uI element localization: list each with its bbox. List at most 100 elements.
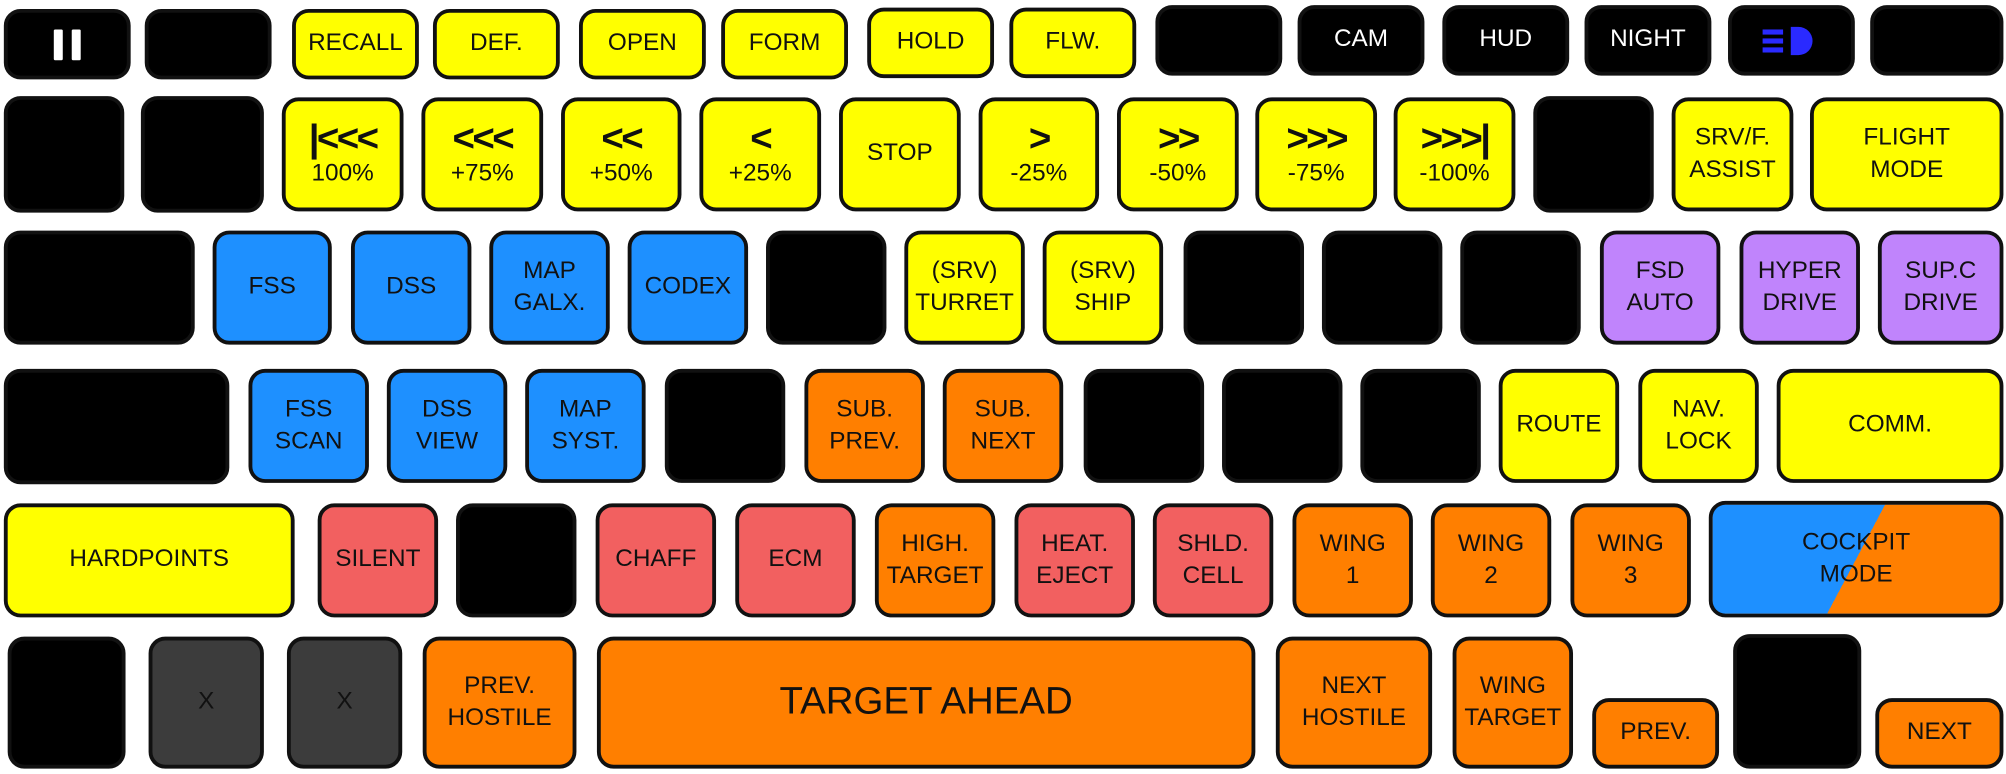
blank-key[interactable] xyxy=(3,368,230,485)
srv-turret-key[interactable]: (SRV) TURRET xyxy=(904,230,1025,345)
blank-key[interactable] xyxy=(1083,368,1205,483)
pause-key[interactable] xyxy=(3,8,131,80)
key-label: CHAFF xyxy=(615,546,697,574)
open-key[interactable]: OPEN xyxy=(578,8,706,80)
key-label: OPEN xyxy=(607,30,677,57)
heat-sink-eject-key[interactable]: HEAT. EJECT xyxy=(1014,503,1135,618)
blank-key[interactable] xyxy=(1533,96,1654,213)
cam-key[interactable]: CAM xyxy=(1297,5,1425,76)
defensive-key[interactable]: DEF. xyxy=(432,8,560,80)
hardpoints-key[interactable]: HARDPOINTS xyxy=(3,503,295,618)
headlights-key[interactable] xyxy=(1728,5,1855,76)
codex-key[interactable]: CODEX xyxy=(627,230,749,345)
key-label: SUB. xyxy=(836,396,894,424)
blank-key[interactable] xyxy=(1155,5,1283,76)
cockpit-mode-key[interactable]: COCKPIT MODE xyxy=(1708,500,2004,618)
throttle-reverse-100-key[interactable]: |<<< 100% xyxy=(281,97,404,212)
wing-target-key[interactable]: WING TARGET xyxy=(1452,636,1574,769)
next-key[interactable]: NEXT xyxy=(1875,698,2004,769)
wingman-3-key[interactable]: WING 3 xyxy=(1570,503,1691,618)
hold-key[interactable]: HOLD xyxy=(867,7,995,79)
key-label: MAP xyxy=(523,257,576,285)
key-label: FSS xyxy=(285,396,333,424)
blank-key[interactable] xyxy=(766,230,887,345)
galaxy-map-key[interactable]: MAP GALX. xyxy=(489,230,610,345)
flight-mode-key[interactable]: FLIGHT MODE xyxy=(1809,97,2004,212)
blank-key[interactable] xyxy=(456,503,577,618)
key-label: DRIVE xyxy=(1903,288,1978,316)
throttle-forward-75-key[interactable]: >>> -75% xyxy=(1255,97,1378,212)
follow-key[interactable]: FLW. xyxy=(1009,7,1137,79)
key-label: STOP xyxy=(866,140,933,168)
supercruise-drive-key[interactable]: SUP.C DRIVE xyxy=(1877,230,2004,345)
key-label: WING xyxy=(1597,530,1664,558)
route-key[interactable]: ROUTE xyxy=(1498,368,1620,483)
hud-key[interactable]: HUD xyxy=(1442,5,1570,76)
blank-key[interactable] xyxy=(1870,5,2004,76)
blank-key[interactable] xyxy=(3,230,195,345)
chaff-key[interactable]: CHAFF xyxy=(595,503,717,618)
throttle-reverse-25-key[interactable]: < +25% xyxy=(699,97,822,212)
blank-key[interactable] xyxy=(1360,368,1481,483)
blank-key[interactable] xyxy=(3,96,125,213)
blank-key[interactable] xyxy=(1321,230,1443,345)
comms-key[interactable]: COMM. xyxy=(1776,368,2004,483)
x-key-right[interactable]: X xyxy=(286,636,403,769)
form-key[interactable]: FORM xyxy=(721,8,848,80)
target-ahead-key[interactable]: TARGET AHEAD xyxy=(596,636,1256,769)
key-label: -25% xyxy=(1010,160,1068,188)
subsystem-next-key[interactable]: SUB. NEXT xyxy=(942,368,1064,483)
throttle-glyph-icon: >>>| xyxy=(1420,117,1491,160)
key-label: 100% xyxy=(311,160,374,188)
throttle-reverse-50-key[interactable]: << +50% xyxy=(561,97,682,212)
x-key-left[interactable]: X xyxy=(148,636,264,769)
system-map-key[interactable]: MAP SYST. xyxy=(525,368,646,483)
key-label: HOSTILE xyxy=(447,703,552,731)
blank-key[interactable] xyxy=(7,636,126,769)
key-label: RECALL xyxy=(308,30,403,57)
throttle-forward-50-key[interactable]: >> -50% xyxy=(1116,97,1239,212)
dss-view-key[interactable]: DSS VIEW xyxy=(386,368,508,483)
previous-hostile-key[interactable]: PREV. HOSTILE xyxy=(422,636,577,769)
blank-key[interactable] xyxy=(1733,634,1862,769)
stop-key[interactable]: STOP xyxy=(839,97,961,212)
ecm-key[interactable]: ECM xyxy=(735,503,856,618)
key-label: CODEX xyxy=(644,273,732,301)
srv-flight-assist-key[interactable]: SRV/F. ASSIST xyxy=(1671,97,1794,212)
wingman-1-key[interactable]: WING 1 xyxy=(1292,503,1413,618)
key-label: +75% xyxy=(450,160,514,188)
shield-cell-key[interactable]: SHLD. CELL xyxy=(1152,503,1274,618)
key-label: WING xyxy=(1319,530,1386,558)
key-label: 3 xyxy=(1623,561,1638,589)
blank-key[interactable] xyxy=(144,8,272,80)
srv-ship-key[interactable]: (SRV) SHIP xyxy=(1042,230,1164,345)
key-label: CELL xyxy=(1182,561,1244,589)
fsd-auto-key[interactable]: FSD AUTO xyxy=(1599,230,1721,345)
fss-scan-key[interactable]: FSS SCAN xyxy=(248,368,369,483)
key-label: AUTO xyxy=(1626,288,1694,316)
silent-running-key[interactable]: SILENT xyxy=(317,503,439,618)
blank-key[interactable] xyxy=(1222,368,1343,483)
key-label: X xyxy=(336,688,353,716)
subsystem-previous-key[interactable]: SUB. PREV. xyxy=(804,368,925,483)
recall-key[interactable]: RECALL xyxy=(292,8,419,80)
fss-key[interactable]: FSS xyxy=(212,230,332,345)
key-label: ASSIST xyxy=(1689,155,1776,183)
blank-key[interactable] xyxy=(664,368,786,483)
wingman-2-key[interactable]: WING 2 xyxy=(1430,503,1552,618)
dss-key[interactable]: DSS xyxy=(350,230,472,345)
next-hostile-key[interactable]: NEXT HOSTILE xyxy=(1275,636,1433,769)
throttle-forward-100-key[interactable]: >>>| -100% xyxy=(1393,97,1516,212)
key-label: -50% xyxy=(1149,160,1207,188)
hyper-drive-key[interactable]: HYPER DRIVE xyxy=(1739,230,1860,345)
blank-key[interactable] xyxy=(1183,230,1305,345)
blank-key[interactable] xyxy=(1460,230,1581,345)
throttle-forward-25-key[interactable]: > -25% xyxy=(978,97,1100,212)
nav-lock-key[interactable]: NAV. LOCK xyxy=(1638,368,1759,483)
blank-key[interactable] xyxy=(140,96,264,213)
highest-threat-target-key[interactable]: HIGH. TARGET xyxy=(874,503,996,618)
night-vision-key[interactable]: NIGHT xyxy=(1584,5,1712,76)
throttle-reverse-75-key[interactable]: <<< +75% xyxy=(421,97,544,212)
previous-key[interactable]: PREV. xyxy=(1592,698,1720,769)
